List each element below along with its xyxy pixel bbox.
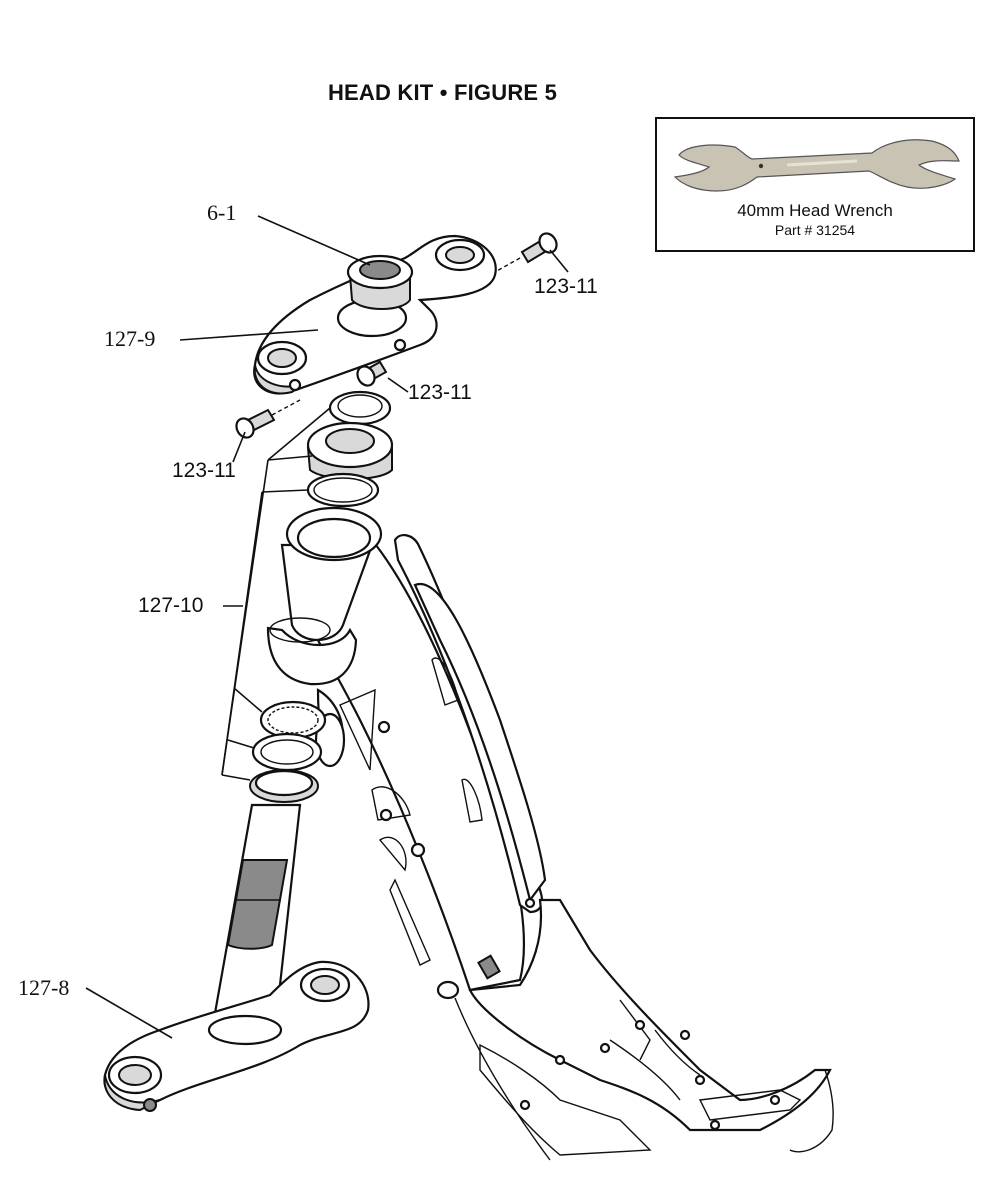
tool-callout-box: 40mm Head Wrench Part # 31254: [655, 117, 975, 252]
figure-title: HEAD KIT • FIGURE 5: [327, 80, 558, 105]
tool-name: 40mm Head Wrench: [737, 201, 893, 220]
label-123-11-left: 123-11: [172, 459, 236, 482]
label-123-11-top-right: 123-11: [534, 275, 598, 298]
label-127-10: 127-10: [138, 594, 204, 617]
label-127-8: 127-8: [18, 975, 70, 1000]
tool-part-number: Part # 31254: [774, 222, 856, 238]
leader-lines: [85, 215, 569, 1039]
upper-bearing-stack: [306, 390, 394, 508]
label-123-11-middle: 123-11: [408, 381, 472, 404]
head-wrench-icon: [673, 139, 960, 192]
bolt-upper-right: [494, 232, 558, 273]
top-crown: [253, 234, 497, 395]
bike-frame: [316, 534, 834, 1161]
bolt-middle: [356, 360, 388, 387]
label-127-9: 127-9: [104, 326, 156, 351]
lower-bearing-stack: [249, 700, 327, 803]
label-6-1: 6-1: [207, 200, 237, 225]
head-tube: [266, 506, 383, 768]
bolt-left: [235, 399, 301, 439]
fork-crown-and-steerer: [103, 803, 370, 1112]
wrench-shape: [673, 139, 960, 192]
